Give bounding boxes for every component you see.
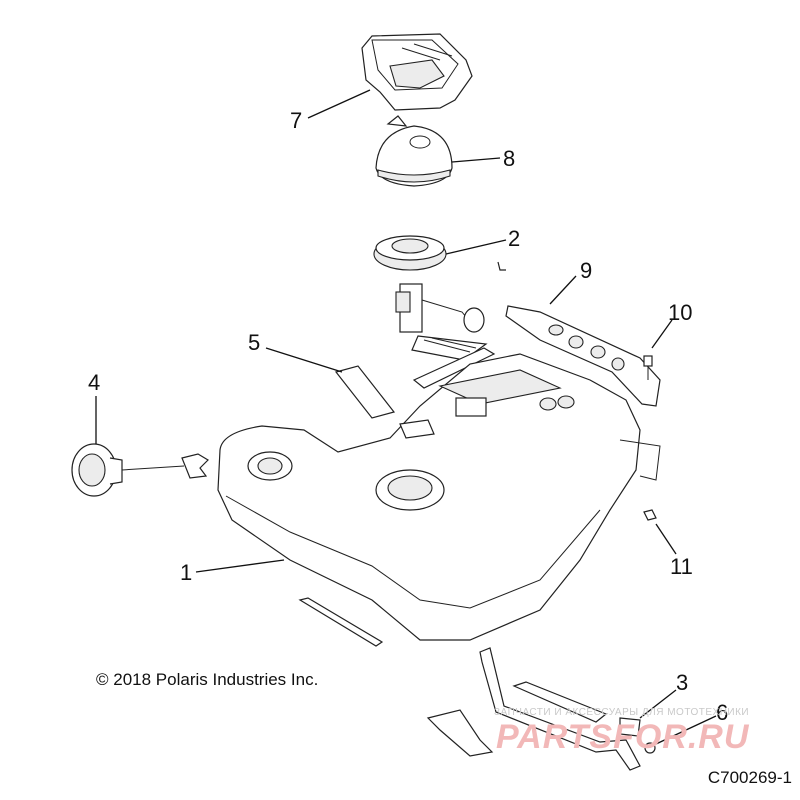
part-3-strap (426, 647, 641, 771)
part-5-pads (334, 347, 496, 419)
callout-6: 6 (716, 700, 729, 725)
callout-2: 2 (508, 226, 521, 251)
part-10-bolt (643, 355, 653, 380)
callout-10: 10 (668, 300, 693, 325)
callout-11: 11 (670, 554, 693, 579)
callout-4: 4 (88, 370, 101, 395)
callout-8: 8 (503, 146, 516, 171)
part-6-nut (644, 742, 656, 754)
diagram-code: C700269-1 (707, 768, 792, 787)
part-8-dome (375, 115, 453, 187)
callout-9: 9 (580, 258, 593, 283)
callout-1: 1 (180, 560, 193, 585)
callout-5: 5 (248, 330, 261, 355)
part-9-bracket (505, 305, 661, 407)
copyright-notice: © 2018 Polaris Industries Inc. (96, 670, 319, 689)
tank-strip (298, 597, 384, 647)
callout-7: 7 (290, 108, 303, 133)
part-1-fuel-tank (217, 353, 661, 641)
part-4-fuel-cap (71, 443, 209, 497)
callout-3: 3 (676, 670, 689, 695)
watermark-tagline: ЗАПЧАСТИ И АКСЕССУАРЫ ДЛЯ МОТОТЕХНИКИ (494, 707, 750, 718)
watermark-logo: PARTSFOR.RU (496, 718, 750, 756)
part-7-cover (361, 33, 473, 111)
leader-lines (95, 89, 717, 745)
part-11-clip (643, 509, 657, 521)
part-2-fuel-pump (373, 235, 506, 361)
